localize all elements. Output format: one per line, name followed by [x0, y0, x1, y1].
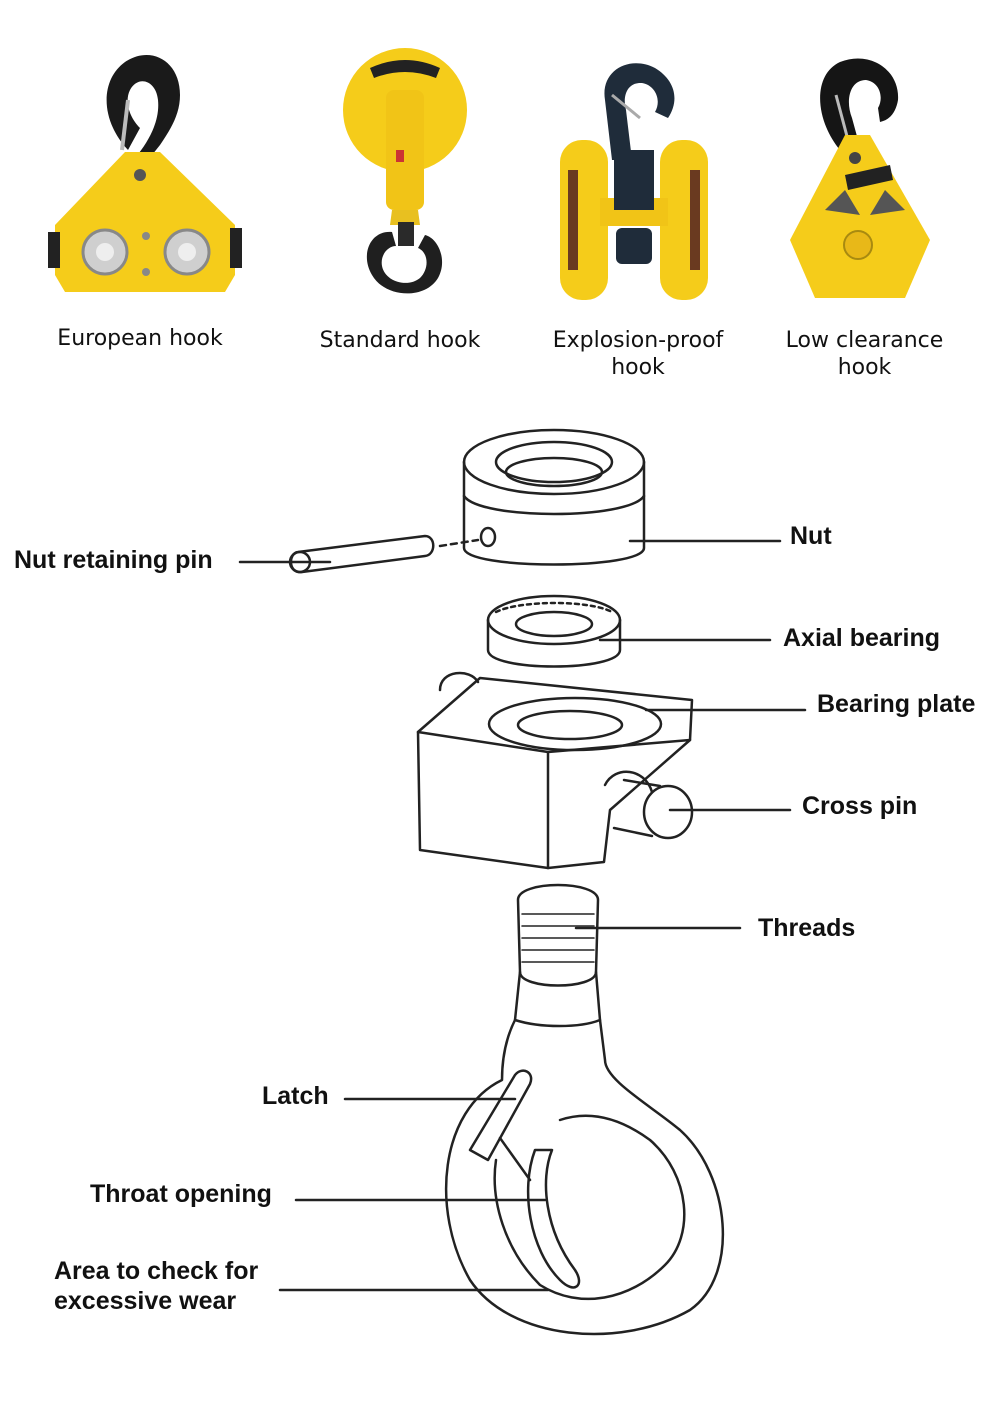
- european-hook-photo: [48, 54, 242, 292]
- nut-part: [462, 428, 646, 566]
- caption-european-hook: European hook: [57, 326, 223, 351]
- label-nut: Nut: [790, 522, 832, 550]
- leader-lines: [238, 539, 807, 1292]
- explosion-proof-hook-photo: [560, 63, 708, 300]
- cross-pin-part: [603, 770, 694, 840]
- standard-hook-photo: [343, 48, 467, 294]
- bearing-plate-part: [416, 671, 694, 870]
- caption-standard-hook: Standard hook: [319, 328, 481, 353]
- label-bearing-plate: Bearing plate: [817, 690, 976, 718]
- label-throat-opening: Throat opening: [90, 1180, 272, 1208]
- caption-explosion-proof-hook: Explosion-proof hook: [552, 328, 724, 380]
- low-clearance-hook-photo: [790, 58, 930, 298]
- label-axial-bearing: Axial bearing: [783, 624, 940, 652]
- label-threads: Threads: [758, 914, 856, 942]
- caption-low-clearance-hook: Low clearance hook: [785, 328, 944, 380]
- label-latch: Latch: [262, 1082, 329, 1110]
- exploded-diagram: [238, 428, 807, 1336]
- hook-part: [444, 883, 725, 1336]
- axial-bearing-part: [486, 594, 622, 668]
- label-nut-retaining-pin: Nut retaining pin: [14, 546, 213, 574]
- label-wear-area: Area to check for excessive wear: [54, 1257, 259, 1315]
- label-cross-pin: Cross pin: [802, 792, 918, 820]
- nut-retaining-pin-part: [288, 534, 480, 574]
